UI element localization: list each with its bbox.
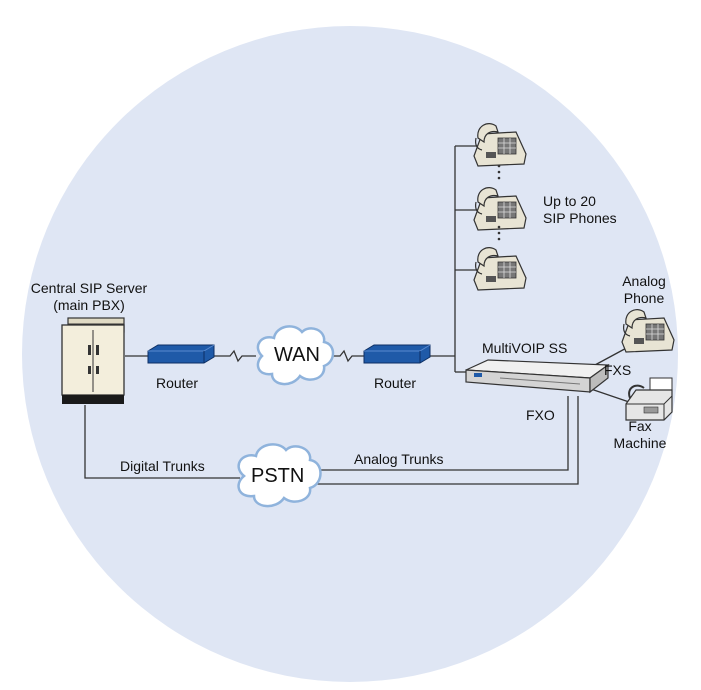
server-label-line2: (main PBX) [53, 297, 125, 313]
server-cabinet-icon [61, 317, 125, 404]
analog-phone-label-line2: Phone [623, 290, 665, 306]
fax-label-line1: Fax [628, 418, 652, 434]
ellipsis-dots [497, 164, 501, 241]
wan-cloud-icon [256, 325, 335, 386]
router-icon-right [363, 344, 431, 364]
analog-trunks-label: Analog Trunks [354, 451, 444, 467]
digital-trunks-label: Digital Trunks [120, 458, 205, 474]
fax-label-line2: Machine [613, 435, 667, 451]
pstn-label: PSTN [251, 465, 305, 487]
fax-label: Fax Machine [600, 418, 680, 452]
fxs-label: FXS [604, 362, 632, 378]
connection-lines [84, 145, 633, 485]
fax-machine-icon [625, 377, 673, 421]
gateway-label: MultiVOIP SS [482, 340, 568, 356]
pstn-cloud-icon [237, 443, 322, 508]
background-circle [22, 26, 678, 682]
wan-label: WAN [274, 344, 320, 366]
server-label: Central SIP Server (main PBX) [14, 280, 164, 314]
router-left-label: Router [156, 375, 199, 391]
server-label-line1: Central SIP Server [30, 280, 148, 296]
sip-phones-label-line2: SIP Phones [543, 210, 617, 226]
fxo-label: FXO [526, 407, 555, 423]
sip-phones-label-line1: Up to 20 [543, 193, 596, 209]
analog-phone-label: Analog Phone [604, 273, 684, 307]
voip-gateway-icon [465, 359, 610, 394]
sip-phones-label: Up to 20 SIP Phones [543, 193, 617, 227]
router-right-label: Router [374, 375, 417, 391]
analog-phone-label-line1: Analog [622, 273, 666, 289]
router-icon-left [147, 344, 215, 364]
